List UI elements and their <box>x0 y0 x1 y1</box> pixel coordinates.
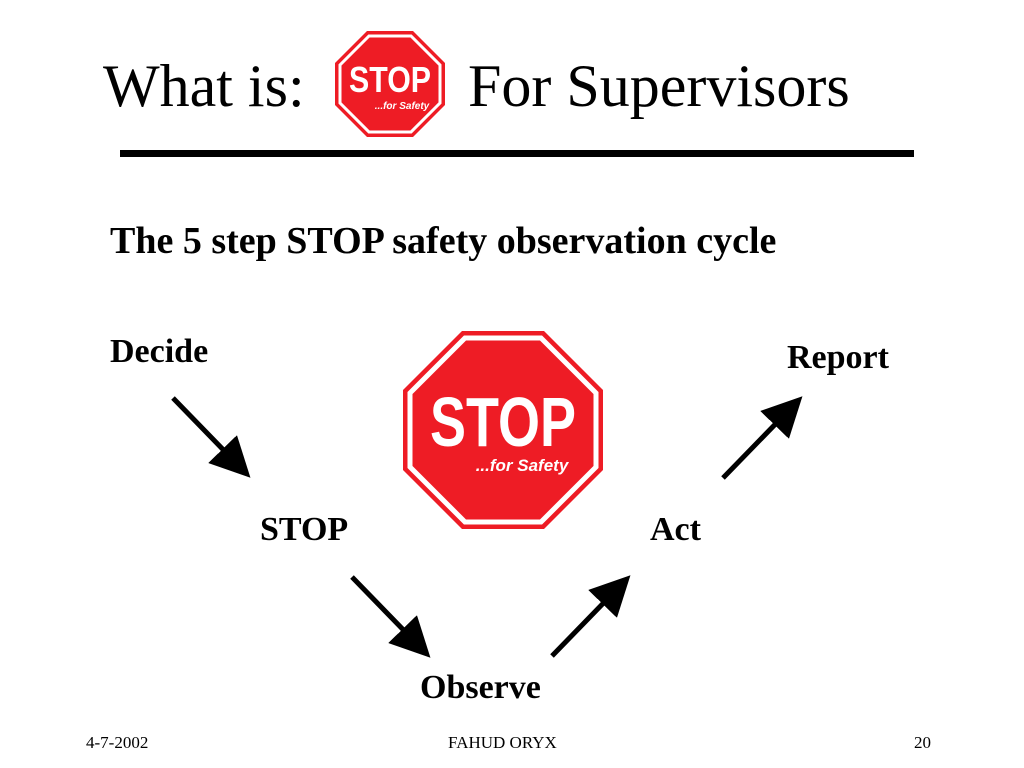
stop-sign-sub-text: ...for Safety <box>476 456 570 475</box>
stop-for-safety-logo-small: STOP ...for Safety <box>335 31 445 137</box>
footer-date: 4-7-2002 <box>86 733 149 752</box>
arrow-stop-to-observe <box>350 575 431 658</box>
arrow-observe-to-act <box>550 575 631 658</box>
step-observe: Observe <box>420 669 541 706</box>
stop-sign-main-text: STOP <box>430 383 576 461</box>
footer-page-number: 20 <box>914 733 931 752</box>
step-report: Report <box>787 339 889 376</box>
stop-for-safety-logo-large: STOP ...for Safety <box>403 331 603 529</box>
stop-sign-octagon-border <box>338 34 442 134</box>
title-underline <box>120 150 914 157</box>
arrow-decide-to-stop <box>171 396 251 478</box>
step-act: Act <box>650 511 701 548</box>
slide-subtitle: The 5 step STOP safety observation cycle <box>110 220 777 262</box>
stop-sign-octagon-outer <box>403 331 603 529</box>
arrow-act-to-report <box>721 396 803 480</box>
stop-sign-octagon-outer <box>335 31 445 137</box>
stop-sign-main-text: STOP <box>349 59 431 100</box>
title-prefix: What is: <box>103 53 305 119</box>
stop-sign-octagon-border <box>407 335 599 525</box>
stop-sign-sub-text: ...for Safety <box>375 101 430 112</box>
title-suffix: For Supervisors <box>468 53 850 119</box>
footer-organization: FAHUD ORYX <box>448 733 557 752</box>
step-stop: STOP <box>260 511 349 548</box>
step-decide: Decide <box>110 333 209 370</box>
